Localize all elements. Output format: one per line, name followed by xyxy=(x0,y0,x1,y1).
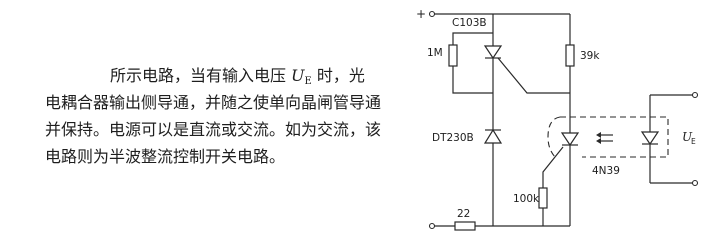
scr-gate-wire xyxy=(497,57,570,94)
input-terminals: U E xyxy=(650,91,699,187)
resistor-100k: 100k xyxy=(513,146,564,226)
resistor-1m: 1M xyxy=(427,32,493,94)
photo-scr-triangle xyxy=(560,132,580,147)
light-arrows-icon xyxy=(596,132,613,144)
paragraph-line-2: 电耦合器输出侧导通，并随之使单向晶闸管导通 xyxy=(45,93,382,112)
paragraph-line-1-start: 所示电路，当有输入电压 xyxy=(110,66,287,85)
r1-bottom-wire xyxy=(452,66,493,94)
r1-label: 1M xyxy=(427,47,443,59)
r2-body xyxy=(565,44,575,67)
diode-dt230b: DT230B xyxy=(432,128,503,226)
supply-terminal-top xyxy=(428,10,436,18)
optocoupler-4n39: 4N39 xyxy=(547,95,669,226)
input-terminal-top xyxy=(691,91,699,99)
r4-label: 22 xyxy=(457,208,470,220)
paragraph-line-4: 电路则为半波整流控制开关电路。 xyxy=(45,147,286,166)
input-voltage-label: U xyxy=(682,130,693,144)
r3-label: 100k xyxy=(513,193,540,205)
resistor-39k: 39k xyxy=(565,14,600,133)
r3-top-wire xyxy=(542,146,564,188)
r1-top-wire xyxy=(452,32,493,45)
scr-label: C103B xyxy=(452,17,487,29)
r3-body xyxy=(538,187,548,209)
paragraph-line-3: 并保持。电源可以是直流或交流。如为交流，该 xyxy=(45,120,382,139)
r4-body xyxy=(454,221,476,231)
top-rail: + xyxy=(416,7,570,21)
variable-subscript-e: E xyxy=(304,76,312,87)
diode-triangle xyxy=(483,128,503,144)
input-terminal-bottom xyxy=(691,179,699,187)
diode-label: DT230B xyxy=(432,132,474,144)
optocoupler-label: 4N39 xyxy=(592,165,620,177)
r2-label: 39k xyxy=(580,50,600,62)
supply-terminal-bottom xyxy=(428,222,436,230)
input-voltage-subscript: E xyxy=(691,137,696,146)
led-triangle xyxy=(640,131,660,146)
scr-triangle xyxy=(483,45,503,60)
bottom-rail: 22 xyxy=(428,208,570,231)
paragraph-line-1-end: 时，光 xyxy=(316,66,365,85)
supply-plus-label: + xyxy=(416,7,426,21)
variable-u: U xyxy=(291,66,305,85)
r1-body xyxy=(448,44,458,67)
scr-c103b: C103B xyxy=(452,14,570,130)
optocoupler-outline xyxy=(547,116,669,159)
